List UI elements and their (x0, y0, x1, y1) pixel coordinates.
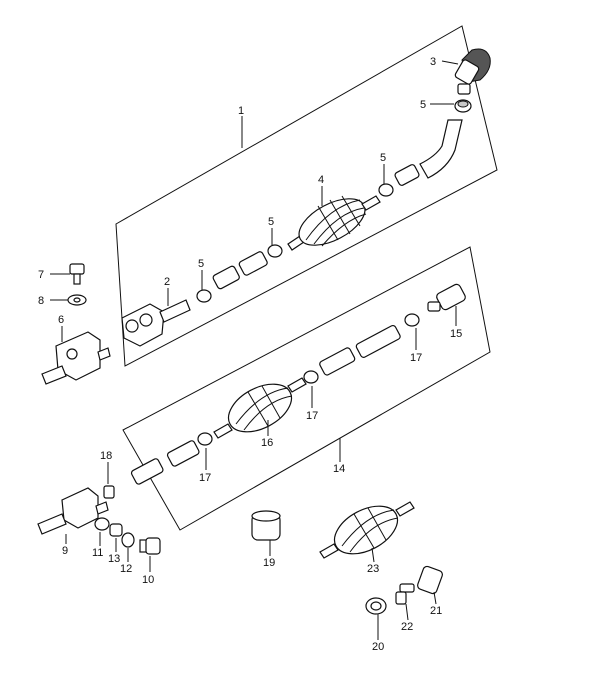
washer-part (121, 532, 135, 548)
part-label-13: 13 (108, 553, 120, 565)
part-label-7: 7 (38, 269, 44, 281)
hose-clip-part (454, 99, 472, 113)
part-label-12: 12 (120, 563, 132, 575)
bolt-part (139, 537, 161, 555)
part-label-5: 5 (268, 216, 274, 228)
part-label-1: 1 (238, 105, 244, 117)
part-label-17: 17 (199, 472, 211, 484)
hose-clip-part (378, 183, 394, 197)
hose-sleeve-part (251, 510, 281, 541)
part-label-17: 17 (306, 410, 318, 422)
part-label-19: 19 (263, 557, 275, 569)
primer-bulb-part (287, 195, 381, 251)
leader-lines (50, 60, 459, 640)
part-label-10: 10 (142, 574, 154, 586)
part-label-6: 6 (58, 314, 64, 326)
primer-bulb-part (213, 377, 307, 439)
part-label-22: 22 (401, 621, 413, 633)
hose-clip-part (404, 313, 420, 327)
part-label-15: 15 (450, 328, 462, 340)
part-label-23: 23 (367, 563, 379, 575)
hose-clip-part (197, 432, 213, 446)
part-label-9: 9 (62, 545, 68, 557)
part-label-2: 2 (164, 276, 170, 288)
part-label-11: 11 (92, 547, 103, 559)
part-label-14: 14 (333, 463, 345, 475)
tank-connector-part (454, 48, 491, 95)
fuel-hose-segment-part (130, 324, 401, 485)
fuel-joint-part (37, 487, 109, 535)
connector-part (427, 283, 466, 312)
engine-connector-part (121, 299, 191, 347)
hose-clip-part (303, 370, 319, 384)
part-label-17: 17 (410, 352, 422, 364)
small-clip-part (103, 485, 115, 499)
part-label-3: 3 (430, 56, 436, 68)
primer-bulb-part (319, 501, 415, 559)
part-label-5: 5 (380, 152, 386, 164)
part-label-16: 16 (261, 437, 273, 449)
hose-clip-part (267, 244, 283, 258)
part-label-20: 20 (372, 641, 384, 653)
part-label-4: 4 (318, 174, 324, 186)
assembly-14-outline (122, 246, 491, 531)
part-label-8: 8 (38, 295, 44, 307)
ring-part (94, 517, 110, 531)
part-label-5: 5 (198, 258, 204, 270)
hose-clip-part (196, 289, 212, 303)
part-label-18: 18 (100, 450, 112, 462)
collar-part (109, 523, 123, 537)
fuel-joint-part (41, 331, 111, 385)
curved-fuel-hose-part (394, 119, 463, 186)
fitting-part (395, 583, 415, 605)
fuel-hose-segment-part (212, 251, 268, 290)
bolt-part (69, 263, 85, 285)
hose-clamp-part (365, 597, 387, 615)
part-label-21: 21 (430, 605, 442, 617)
washer-part (67, 294, 87, 306)
hose-piece-part (417, 565, 443, 595)
part-label-5: 5 (420, 99, 426, 111)
part-number-labels: 1 2 3 4 5 5 5 5 6 7 8 9 10 11 12 13 14 1… (38, 56, 462, 653)
